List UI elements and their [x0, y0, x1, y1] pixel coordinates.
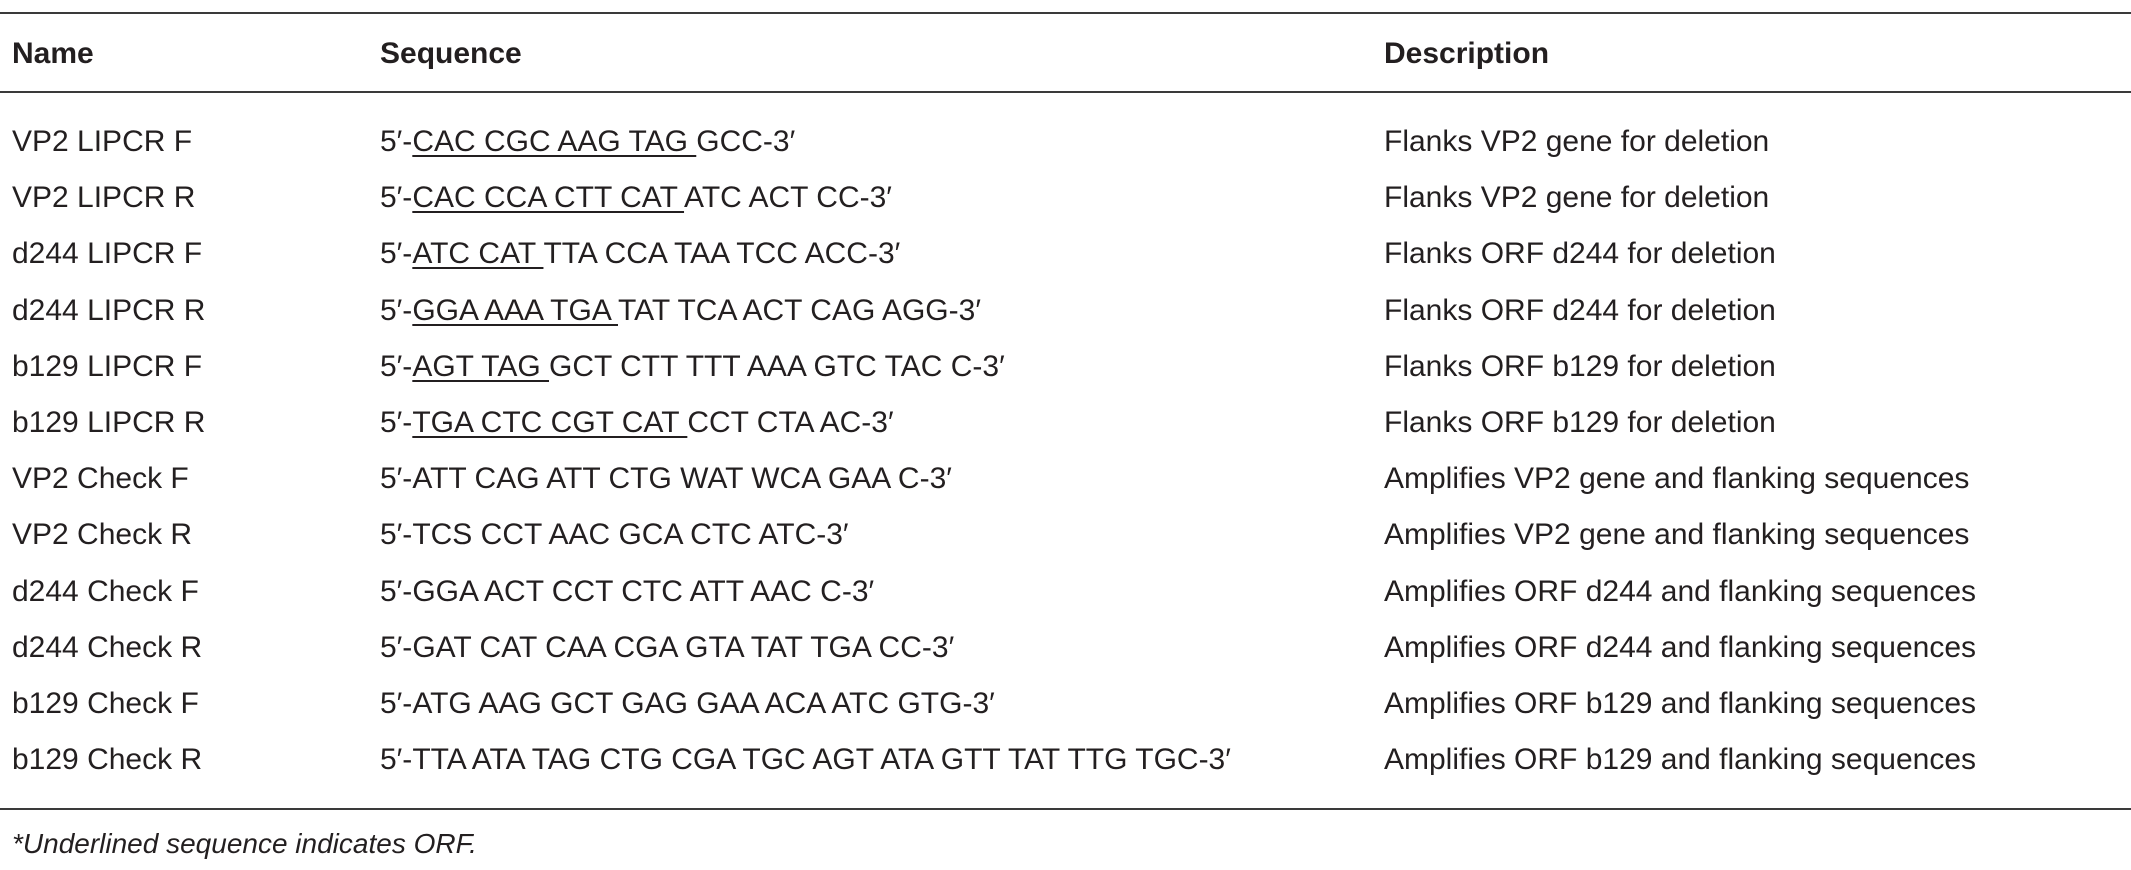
sequence-rest: ATT CAG ATT CTG WAT WCA GAA C-3′	[412, 462, 952, 495]
column-header-description: Description	[1384, 37, 1550, 70]
sequence-prefix: 5′-	[380, 350, 413, 383]
table-cell-description: Amplifies ORF b129 and flanking sequence…	[1384, 743, 1977, 776]
table-cell-description: Amplifies ORF b129 and flanking sequence…	[1384, 687, 1977, 720]
sequence-prefix: 5′-	[380, 181, 413, 214]
sequence-rest: GGA ACT CCT CTC ATT AAC C-3′	[412, 575, 875, 608]
table-bottom-rule	[0, 808, 2131, 810]
sequence-rest: TTA ATA TAG CTG CGA TGC AGT ATA GTT TAT …	[412, 743, 1231, 776]
sequence-prefix: 5′-	[380, 631, 413, 664]
table-cell-description: Amplifies VP2 gene and flanking sequence…	[1384, 462, 1970, 495]
sequence-orf-underlined: CAC CCA CTT CAT	[412, 181, 685, 214]
column-header-name: Name	[12, 37, 94, 70]
table-cell-sequence: 5′-CAC CCA CTT CAT ATC ACT CC-3′	[380, 180, 892, 216]
sequence-rest: GCT CTT TTT AAA GTC TAC C-3′	[549, 350, 1005, 383]
sequence-prefix: 5′-	[380, 462, 413, 495]
table-cell-sequence: 5′-GGA AAA TGA TAT TCA ACT CAG AGG-3′	[380, 293, 981, 329]
table-cell-name: VP2 LIPCR R	[12, 181, 196, 214]
table-cell-name: VP2 Check F	[12, 462, 189, 495]
table-cell-name: VP2 LIPCR F	[12, 125, 193, 158]
sequence-prefix: 5′-	[380, 575, 413, 608]
sequence-rest: CCT CTA AC-3′	[687, 406, 894, 439]
sequence-rest: GCC-3′	[696, 125, 796, 158]
table-cell-description: Amplifies ORF d244 and flanking sequence…	[1384, 575, 1977, 608]
sequence-prefix: 5′-	[380, 406, 413, 439]
table-cell-description: Flanks ORF d244 for deletion	[1384, 237, 1776, 270]
table-cell-name: d244 LIPCR F	[12, 237, 203, 270]
table-cell-name: b129 LIPCR R	[12, 406, 206, 439]
table-cell-description: Flanks ORF d244 for deletion	[1384, 294, 1776, 327]
table-cell-sequence: 5′-ATT CAG ATT CTG WAT WCA GAA C-3′	[380, 461, 952, 497]
sequence-prefix: 5′-	[380, 687, 413, 720]
table-cell-name: VP2 Check R	[12, 518, 193, 551]
sequence-prefix: 5′-	[380, 743, 413, 776]
table-header-rule	[0, 91, 2131, 93]
table-cell-description: Flanks VP2 gene for deletion	[1384, 181, 1770, 214]
table-cell-sequence: 5′-TCS CCT AAC GCA CTC ATC-3′	[380, 517, 849, 553]
sequence-prefix: 5′-	[380, 518, 413, 551]
sequence-rest: ATC ACT CC-3′	[684, 181, 892, 214]
table-cell-description: Amplifies VP2 gene and flanking sequence…	[1384, 518, 1970, 551]
sequence-orf-underlined: GGA AAA TGA	[412, 294, 618, 327]
sequence-prefix: 5′-	[380, 294, 413, 327]
column-header-sequence: Sequence	[380, 37, 522, 70]
table-cell-description: Amplifies ORF d244 and flanking sequence…	[1384, 631, 1977, 664]
table-cell-sequence: 5′-ATG AAG GCT GAG GAA ACA ATC GTG-3′	[380, 686, 995, 722]
sequence-orf-underlined: CAC CGC AAG TAG	[412, 125, 697, 158]
table-cell-sequence: 5′-AGT TAG GCT CTT TTT AAA GTC TAC C-3′	[380, 349, 1005, 385]
sequence-orf-underlined: TGA CTC CGT CAT	[412, 406, 688, 439]
sequence-rest: TCS CCT AAC GCA CTC ATC-3′	[412, 518, 849, 551]
table-cell-description: Flanks ORF b129 for deletion	[1384, 350, 1776, 383]
table-cell-sequence: 5′-TGA CTC CGT CAT CCT CTA AC-3′	[380, 405, 894, 441]
sequence-rest: TAT TCA ACT CAG AGG-3′	[618, 294, 981, 327]
sequence-prefix: 5′-	[380, 237, 413, 270]
table-footnote: *Underlined sequence indicates ORF.	[12, 828, 477, 859]
table-cell-sequence: 5′-TTA ATA TAG CTG CGA TGC AGT ATA GTT T…	[380, 742, 1231, 778]
table-cell-name: d244 LIPCR R	[12, 294, 206, 327]
table-top-rule	[0, 12, 2131, 14]
table-cell-sequence: 5′-GAT CAT CAA CGA GTA TAT TGA CC-3′	[380, 630, 954, 666]
table-cell-name: d244 Check R	[12, 631, 203, 664]
sequence-orf-underlined: AGT TAG	[412, 350, 550, 383]
table-cell-name: d244 Check F	[12, 575, 199, 608]
sequence-rest: ATG AAG GCT GAG GAA ACA ATC GTG-3′	[412, 687, 995, 720]
sequence-orf-underlined: ATC CAT	[412, 237, 544, 270]
table-cell-sequence: 5′-ATC CAT TTA CCA TAA TCC ACC-3′	[380, 236, 900, 272]
table-cell-name: b129 Check F	[12, 687, 199, 720]
sequence-rest: TTA CCA TAA TCC ACC-3′	[543, 237, 901, 270]
table-cell-sequence: 5′-CAC CGC AAG TAG GCC-3′	[380, 124, 795, 160]
sequence-rest: GAT CAT CAA CGA GTA TAT TGA CC-3′	[412, 631, 955, 664]
table-cell-name: b129 Check R	[12, 743, 203, 776]
table-cell-description: Flanks VP2 gene for deletion	[1384, 125, 1770, 158]
table-cell-sequence: 5′-GGA ACT CCT CTC ATT AAC C-3′	[380, 574, 874, 610]
table-cell-description: Flanks ORF b129 for deletion	[1384, 406, 1776, 439]
table-cell-name: b129 LIPCR F	[12, 350, 203, 383]
sequence-prefix: 5′-	[380, 125, 413, 158]
